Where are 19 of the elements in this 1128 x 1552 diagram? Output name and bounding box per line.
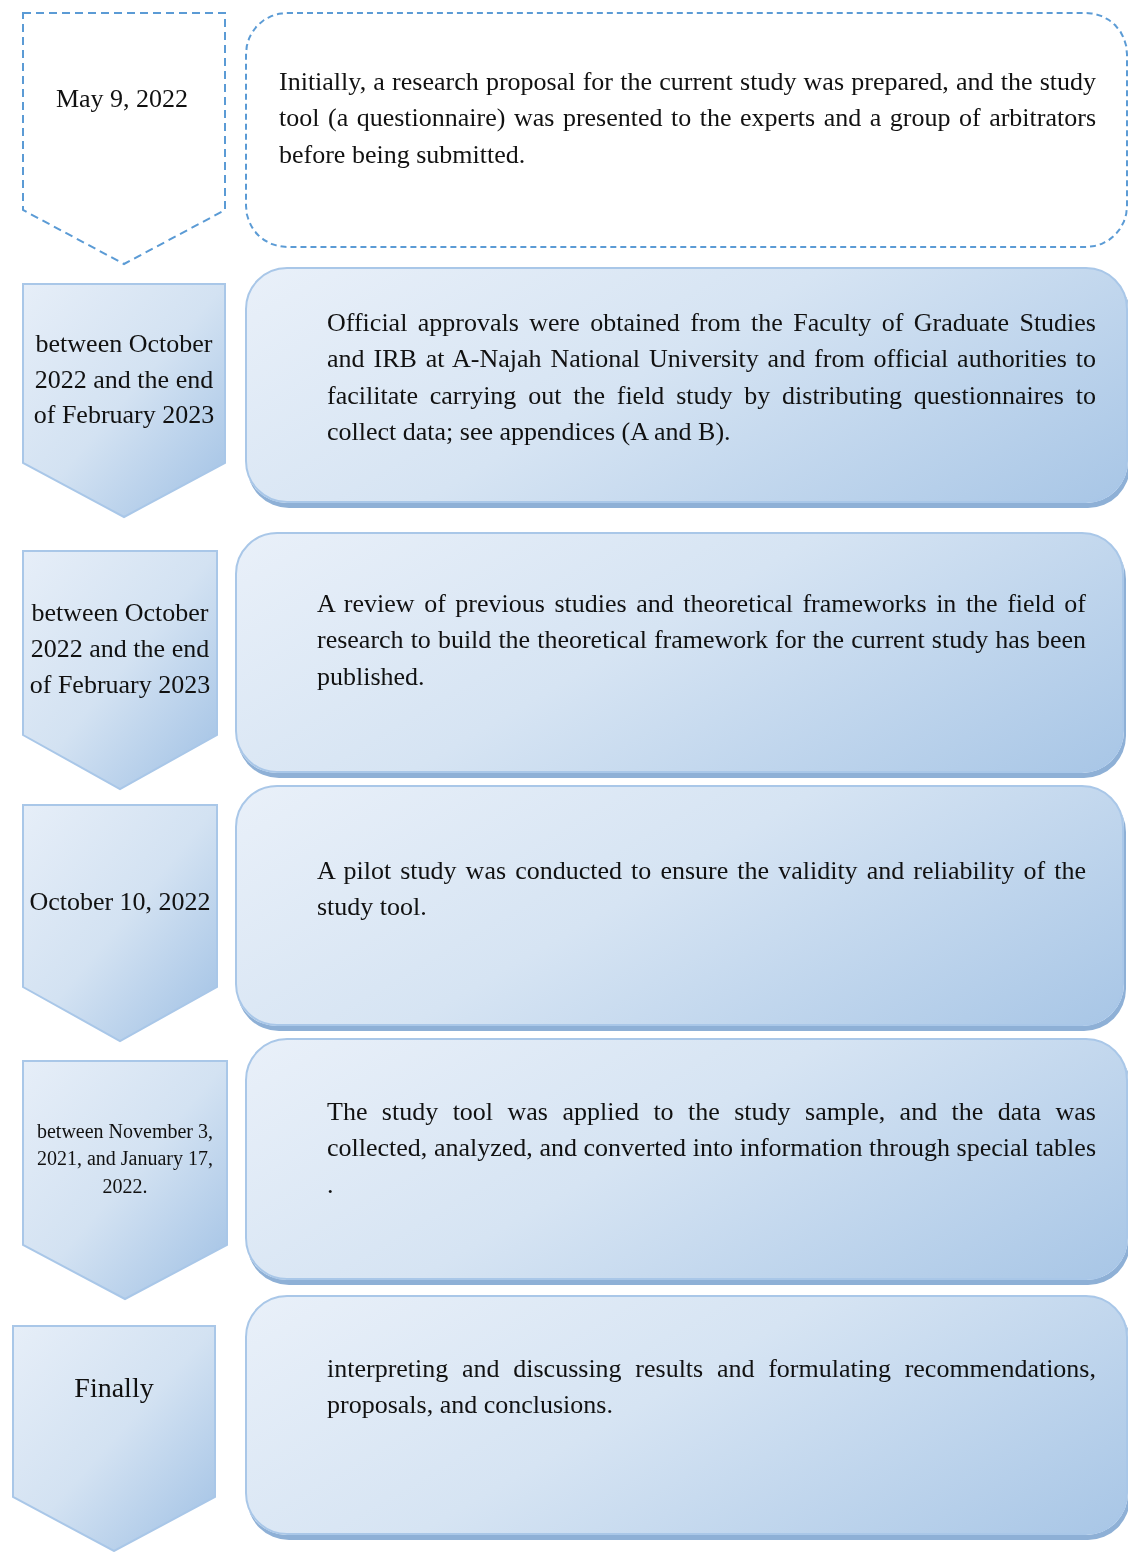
date-label: between October 2022 and the end of February 2023 — [32, 327, 216, 432]
date-label: between November 3, 2021, and January 17, 2022. — [35, 1118, 215, 1199]
date-label: Finally — [74, 1371, 154, 1406]
chevron-arrow-shape — [22, 12, 226, 265]
chevron-arrow-shape — [12, 1325, 216, 1552]
rounded-box — [245, 12, 1128, 248]
date-label: May 9, 2022 — [55, 82, 189, 115]
step-description: interpreting and discussing results and formulating recommendations, proposals, and conclusions. — [327, 1353, 1096, 1422]
step-description: A pilot study was conducted to ensure the validity and reliability of the study tool. — [317, 855, 1086, 924]
step-description: The study tool was applied to the study sample, and the data was collected, analyzed, and converted into information through special tables . — [327, 1096, 1096, 1201]
step-description: A review of previous studies and theoretical frameworks in the field of research to build the theoretical framework for the current study has been published. — [317, 588, 1086, 693]
chevron-arrow-shape — [22, 804, 218, 1042]
date-label: October 10, 2022 — [29, 886, 211, 919]
chevron-arrow-shape — [22, 283, 226, 518]
chevron-arrow-shape — [22, 550, 218, 790]
date-label: between October 2022 and the end of February 2023 — [28, 597, 212, 701]
step-description: Initially, a research proposal for the current study was prepared, and the study tool (a questionnaire) was presented to the experts and a group of arbitrators before being submitted. — [279, 66, 1096, 171]
chevron-arrow-shape — [22, 1060, 228, 1300]
step-description: Official approvals were obtained from the Faculty of Graduate Studies and IRB at A-Najah National University and from official authorities to facilitate carrying out the field study by distributing questionnaires to collect data; see appendices (A and B). — [327, 307, 1096, 449]
